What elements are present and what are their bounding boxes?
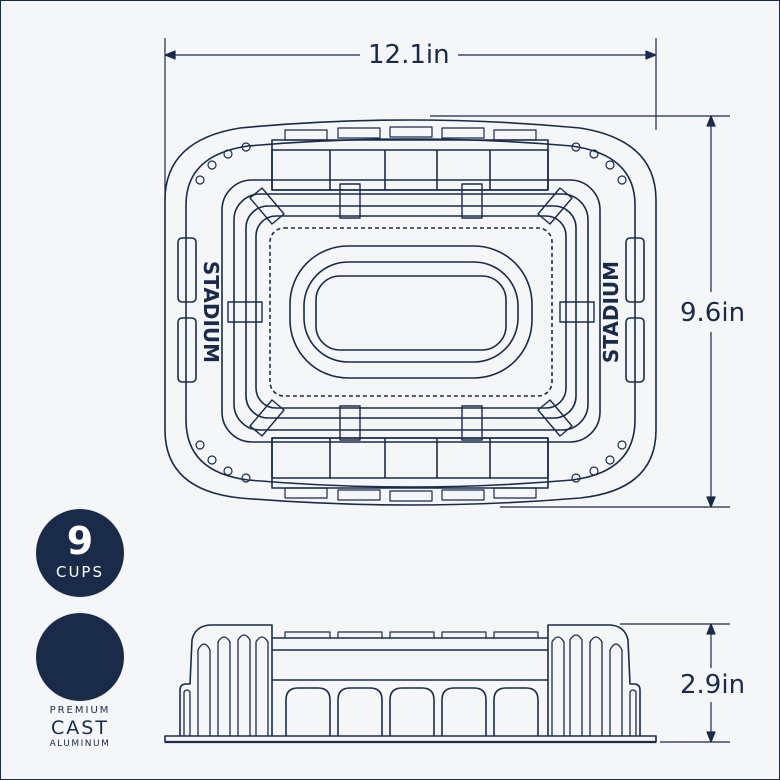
capacity-value: 9 [66, 519, 94, 563]
width-dimension [164, 38, 657, 200]
capacity-unit: CUPS [55, 563, 105, 581]
material-line3: ALUMINUM [49, 739, 111, 749]
material-line2: CAST [51, 717, 109, 739]
depth-dimension [430, 115, 730, 508]
pan-side-view [164, 624, 657, 744]
pan-top-view [164, 119, 657, 506]
height-dimension [620, 623, 730, 743]
stadium-emboss-right: STADIUM [599, 261, 623, 363]
capacity-badge: 9 CUPS [36, 509, 124, 597]
cast-aluminum-badge [36, 613, 124, 701]
material-line1: PREMIUM [49, 705, 111, 716]
depth-label: 9.6in [680, 298, 746, 328]
height-label: 2.9in [680, 670, 746, 700]
stadium-emboss-left: STADIUM [199, 261, 223, 363]
width-label: 12.1in [368, 40, 450, 70]
